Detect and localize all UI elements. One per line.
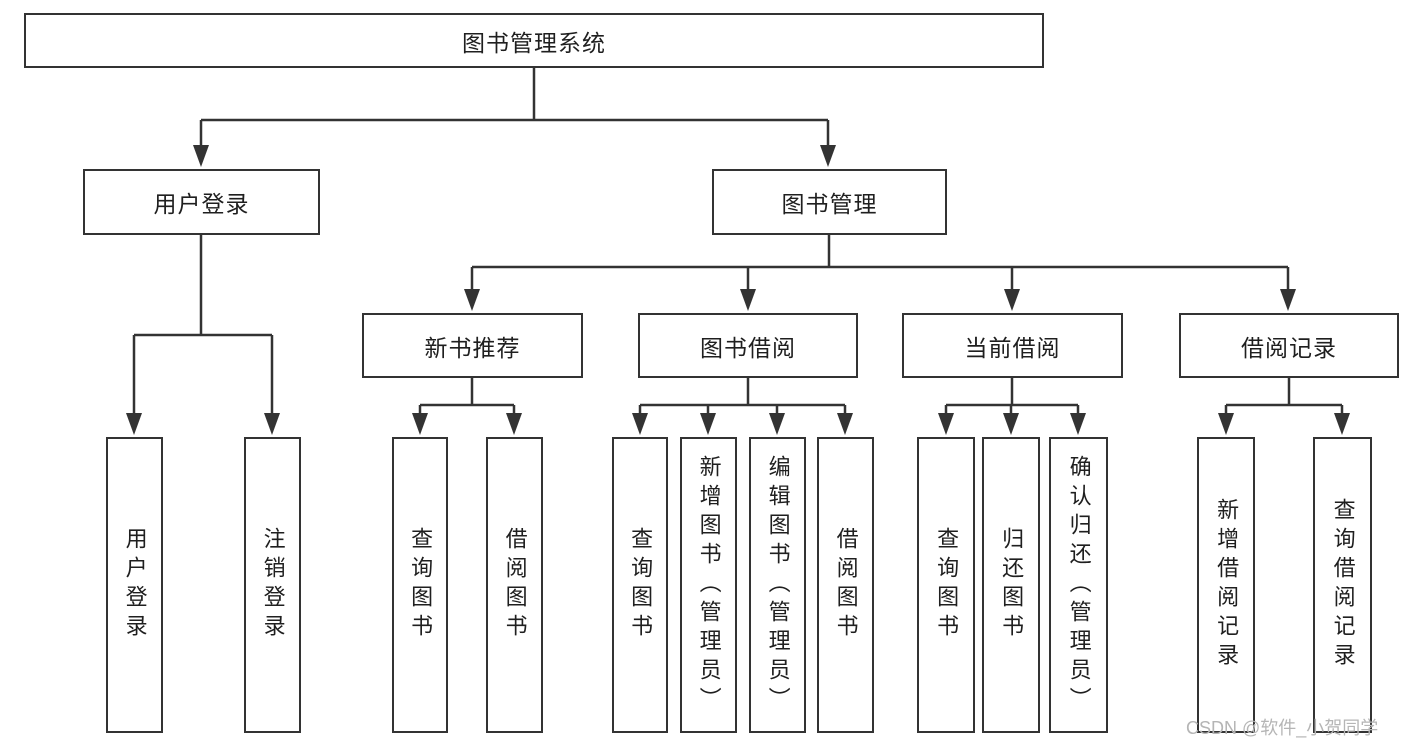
leaf-logout: 注销登录 <box>244 437 301 733</box>
node-borrowing-records: 借阅记录 <box>1179 313 1399 378</box>
arrowheads <box>126 145 1350 435</box>
leaf-edit-book-admin: 编辑图书（管理员） <box>749 437 806 733</box>
leaf-user-login-label: 用户登录 <box>122 527 148 643</box>
node-book-borrowing: 图书借阅 <box>638 313 858 378</box>
node-root-label: 图书管理系统 <box>462 29 606 56</box>
leaf-query-books-borrowing: 查询图书 <box>612 437 668 733</box>
node-book-management-label: 图书管理 <box>781 191 878 217</box>
leaf-borrow-books-recommend: 借阅图书 <box>486 437 543 733</box>
leaf-borrow-books-recommend-label: 借阅图书 <box>502 527 528 643</box>
leaf-logout-label: 注销登录 <box>260 527 286 643</box>
leaf-query-borrow-record-label: 查询借阅记录 <box>1330 498 1356 672</box>
leaf-add-borrow-record: 新增借阅记录 <box>1197 437 1255 733</box>
node-book-management: 图书管理 <box>712 169 947 235</box>
leaf-user-login: 用户登录 <box>106 437 163 733</box>
node-user-login-label: 用户登录 <box>153 191 250 217</box>
node-book-borrowing-label: 图书借阅 <box>700 334 796 361</box>
leaf-borrow-books-borrowing: 借阅图书 <box>817 437 874 733</box>
leaf-query-books-current-label: 查询图书 <box>934 527 960 643</box>
leaf-confirm-return-admin-label: 确认归还（管理员） <box>1066 454 1092 716</box>
watermark: CSDN @软件_小贺同学 <box>1186 718 1379 738</box>
leaf-query-borrow-record: 查询借阅记录 <box>1313 437 1372 733</box>
leaf-query-books-current: 查询图书 <box>917 437 975 733</box>
leaf-query-books-recommend: 查询图书 <box>392 437 448 733</box>
leaf-query-books-borrowing-label: 查询图书 <box>628 527 654 643</box>
leaf-return-book: 归还图书 <box>982 437 1040 733</box>
leaf-add-book-admin-label: 新增图书（管理员） <box>696 454 722 716</box>
node-user-login: 用户登录 <box>83 169 320 235</box>
node-borrowing-records-label: 借阅记录 <box>1241 334 1337 361</box>
node-new-book-recommendation-label: 新书推荐 <box>424 334 521 361</box>
node-current-borrowing-label: 当前借阅 <box>964 334 1061 361</box>
leaf-query-books-recommend-label: 查询图书 <box>408 527 434 643</box>
leaf-confirm-return-admin: 确认归还（管理员） <box>1049 437 1108 733</box>
leaf-return-book-label: 归还图书 <box>999 527 1025 643</box>
node-root: 图书管理系统 <box>24 13 1044 68</box>
leaf-edit-book-admin-label: 编辑图书（管理员） <box>765 454 791 716</box>
leaf-borrow-books-borrowing-label: 借阅图书 <box>833 527 859 643</box>
node-new-book-recommendation: 新书推荐 <box>362 313 583 378</box>
node-current-borrowing: 当前借阅 <box>902 313 1123 378</box>
leaf-add-borrow-record-label: 新增借阅记录 <box>1214 498 1240 672</box>
leaf-add-book-admin: 新增图书（管理员） <box>680 437 737 733</box>
